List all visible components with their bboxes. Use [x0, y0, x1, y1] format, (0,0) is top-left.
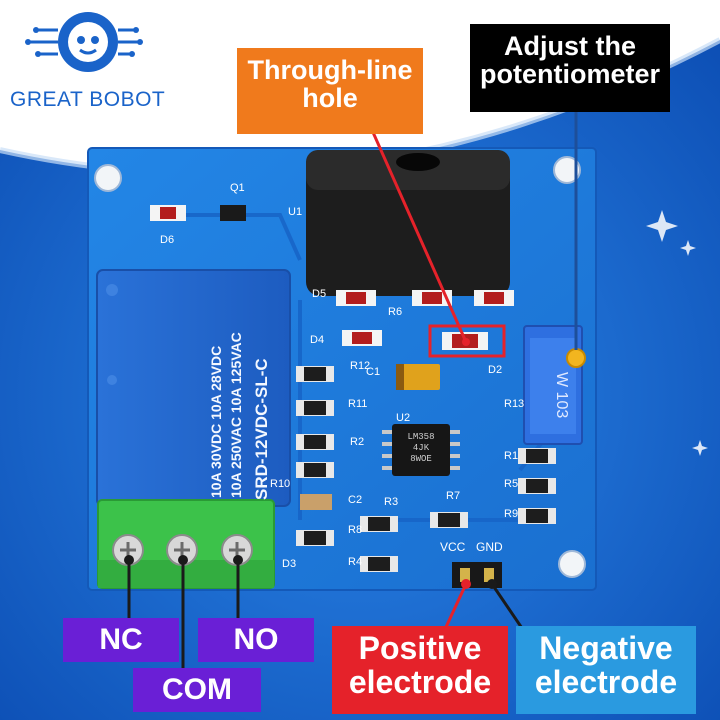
silk-r2: R2: [350, 436, 365, 448]
mount-hole: [94, 164, 122, 192]
brand-logo: [25, 12, 143, 72]
silk-r11: R11: [348, 398, 368, 410]
silk-d3: D3: [282, 558, 297, 570]
sparkles: [646, 210, 708, 456]
callout-positive-electrode: Positive electrode: [332, 626, 508, 714]
terminal-label-nc: NC: [63, 618, 179, 662]
pin-label-vcc: VCC: [440, 540, 466, 554]
terminal-label-no: NO: [198, 618, 314, 662]
silk-r9: R9: [504, 508, 519, 520]
silk-r1: R1: [504, 450, 519, 462]
chip-marking-line1: LM358: [407, 432, 435, 442]
silk-c1: C1: [366, 366, 381, 378]
chip-marking-line3: 8WOE: [410, 454, 432, 464]
mount-hole: [558, 550, 586, 578]
silk-r6: R6: [388, 306, 403, 318]
smd-resistors: [296, 366, 556, 572]
mount-hole: [553, 156, 581, 184]
terminal-label-com: COM: [133, 668, 261, 712]
callout-dots: [124, 338, 497, 589]
chip-marking-line2: 4JK: [412, 443, 430, 453]
silk-r5: R5: [504, 478, 519, 490]
silk-r3: R3: [384, 496, 399, 508]
silk-r10: R10: [270, 478, 291, 490]
callout-negative-electrode: Negative electrode: [516, 626, 696, 714]
silk-r4: R4: [348, 556, 363, 568]
silk-d4: D4: [310, 334, 325, 346]
transistor-q1: [220, 205, 246, 221]
chip-marking: LM358 4JK 8WOE: [398, 432, 444, 465]
highlight-box: [428, 324, 506, 358]
op-amp-chip: [392, 424, 450, 476]
silk-r12: R12: [350, 360, 371, 372]
callout-through-line-hole: Through-line hole: [237, 48, 423, 134]
silk-r8: R8: [348, 524, 363, 536]
silk-d5: D5: [312, 288, 327, 300]
smd-diodes: [150, 205, 514, 350]
silk-q1: Q1: [230, 182, 245, 194]
silk-c2: C2: [348, 494, 363, 506]
silk-r13: R13: [504, 398, 525, 410]
smd-capacitors: [300, 364, 440, 510]
silk-u1: U1: [288, 206, 303, 218]
silk-u2: U2: [396, 412, 411, 424]
callout-adjust-potentiometer: Adjust the potentiometer: [470, 24, 670, 112]
silk-d2: D2: [488, 364, 503, 376]
silk-r7: R7: [446, 490, 461, 502]
pin-label-gnd: GND: [476, 540, 503, 554]
brand-name: GREAT BOBOT: [10, 88, 166, 111]
silk-d6: D6: [160, 234, 175, 246]
through-line-hole: [396, 153, 440, 171]
